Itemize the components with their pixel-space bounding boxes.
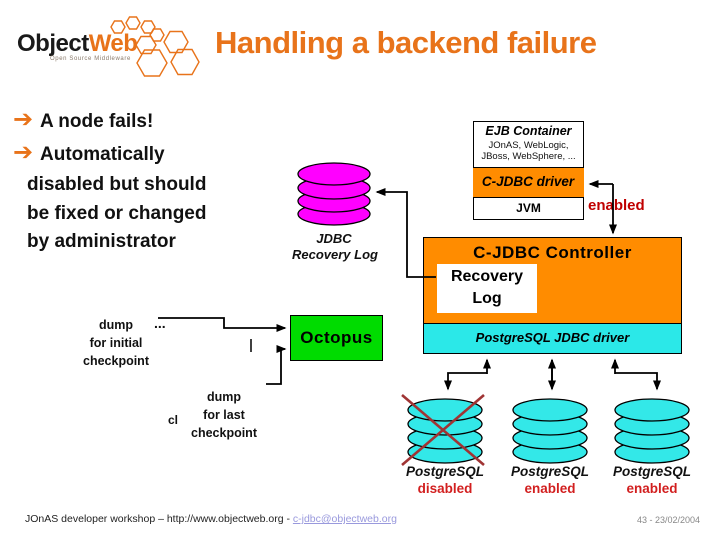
footer: JOnAS developer workshop – http://www.ob… <box>25 513 397 525</box>
bullet-arrow-icon: ➔ <box>13 106 34 133</box>
enabled-label: enabled <box>588 197 645 214</box>
db2-name: PostgreSQL <box>510 464 589 479</box>
recovery-log-line1: Recovery <box>450 268 524 285</box>
recovery-log-line2: Log <box>472 290 502 307</box>
dump-initial-line3: checkpoint <box>83 354 149 368</box>
objectweb-logo: ObjectWeb <box>17 30 138 58</box>
logo-text-black: Object <box>17 30 89 57</box>
ejb-container-products-line1: JOnAS, WebLogic, <box>488 140 569 151</box>
dump-initial-line2: for initial <box>89 336 143 350</box>
bullet-text: by administrator <box>27 231 176 252</box>
page-number: 43 - 23/02/2004 <box>636 515 700 525</box>
logo-text-orange: Web <box>88 30 138 57</box>
db1-name: PostgreSQL <box>405 464 484 479</box>
failure-cross-icon <box>401 394 485 466</box>
dump-last-line3: checkpoint <box>191 426 257 440</box>
bullet-arrow-icon: ➔ <box>13 139 34 166</box>
arrow-dump-initial-to-octopus <box>158 317 287 332</box>
octopus-box: Octopus <box>290 315 383 361</box>
cjdbc-driver-box: C-JDBC driver <box>472 167 584 198</box>
arrow-dump-last-to-octopus <box>266 345 287 385</box>
ejb-container-title: EJB Container <box>485 124 572 138</box>
cjdbc-controller-box: C-JDBC Controller Recovery Log PostgreSQ… <box>423 237 682 354</box>
jvm-label: JVM <box>516 201 541 215</box>
cl-text-fragment: cl <box>168 413 179 427</box>
postgresql-db2-icon <box>512 398 588 464</box>
logo-tagline: Open Source Middleware <box>50 56 131 62</box>
cjdbc-controller-title: C-JDBC Controller <box>473 243 632 262</box>
ellipsis-label: ... <box>154 315 166 331</box>
jdbc-recovery-log-database-icon <box>297 162 371 226</box>
db3-status: enabled <box>626 481 678 496</box>
postgresql-jdbc-driver-strip: PostgreSQL JDBC driver <box>424 323 681 353</box>
bullet-text: Automatically <box>40 144 165 165</box>
postgresql-db1-icon <box>407 398 483 464</box>
dump-last-line1: dump <box>206 390 242 404</box>
arrow-strip-to-db3 <box>615 372 661 391</box>
db2-status: enabled <box>524 481 576 496</box>
dump-initial-line1: dump <box>98 318 134 332</box>
db3-name: PostgreSQL <box>612 464 691 479</box>
ejb-container-box: EJB Container JOnAS, WebLogic, JBoss, We… <box>472 121 584 220</box>
dump-last-line2: for last <box>203 408 245 422</box>
bullet-text: A node fails! <box>40 111 154 132</box>
db1-status: disabled <box>417 481 473 496</box>
bullet-text: disabled but should <box>27 174 207 195</box>
jdbc-recovery-log-label-line2: Recovery Log <box>292 247 378 262</box>
page-title: Handling a backend failure <box>215 25 597 60</box>
ejb-container-products-line2: JBoss, WebSphere, ... <box>481 151 576 162</box>
postgresql-db3-icon <box>614 398 690 464</box>
recovery-log-box: Recovery Log <box>437 264 537 313</box>
jdbc-recovery-log-label-line1: JDBC <box>316 231 352 246</box>
arrow-strip-to-db1 <box>444 372 487 391</box>
footer-text: JOnAS developer workshop – http://www.ob… <box>25 513 293 525</box>
contact-email-link[interactable]: c-jdbc@objectweb.org <box>292 513 397 525</box>
bullet-text: be fixed or changed <box>27 203 207 224</box>
